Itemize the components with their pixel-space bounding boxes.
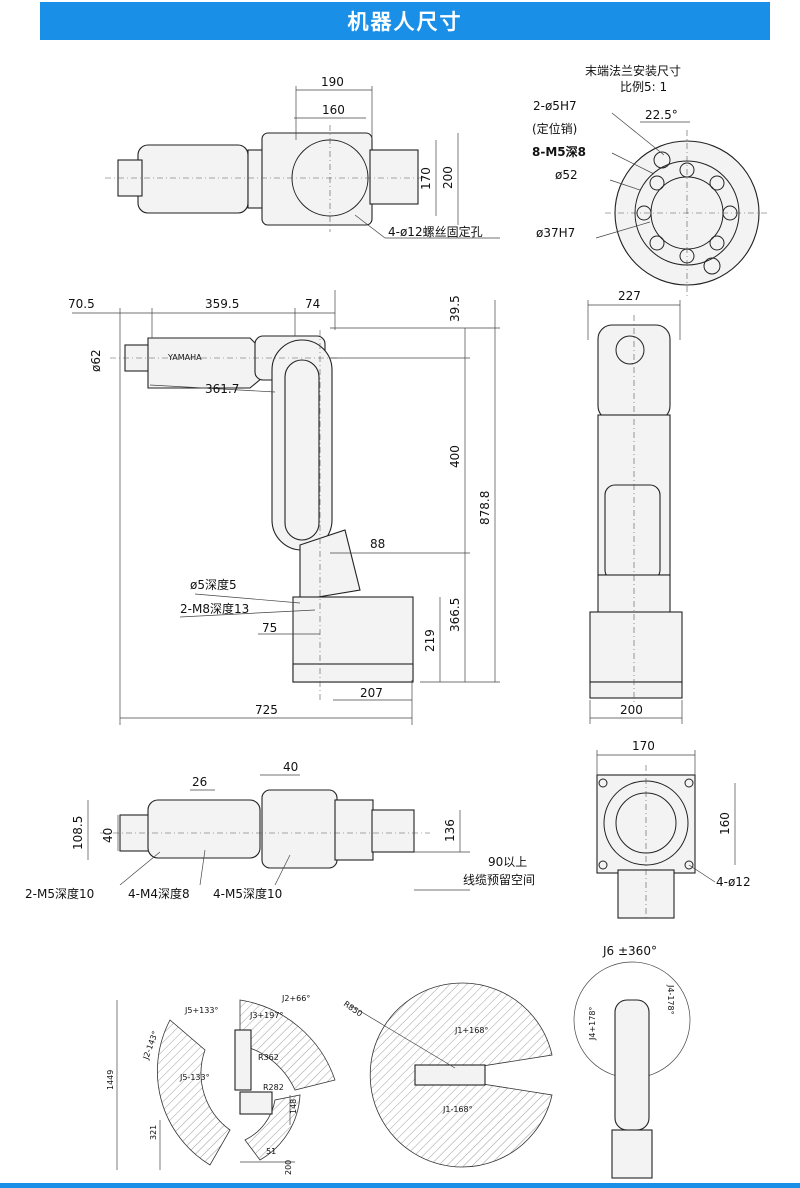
j6-range: J6 ±360° — [602, 944, 657, 958]
flange-detail: 末端法兰安装尺寸 比例5: 1 2-ø5H7 (定位销) 8-M5深8 ø52 … — [532, 63, 770, 296]
h148: 148 — [289, 1099, 298, 1114]
dim-70-5: 70.5 — [68, 297, 95, 311]
range-side: J2+66° J3+197° J5+133° J2-143° J5-133° R… — [106, 994, 336, 1175]
dim-200: 200 — [441, 166, 455, 189]
dim-366-5: 366.5 — [448, 598, 462, 632]
r850: R850 — [342, 999, 364, 1018]
dim-207: 207 — [360, 686, 383, 700]
j4-minus: J4-178° — [666, 984, 675, 1015]
brand-mark: YAMAHA — [167, 353, 202, 362]
range-top: R850 J1+168° J1-168° — [342, 982, 553, 1168]
flange-d52: ø52 — [555, 168, 578, 182]
note-m5-2: 4-M5深度10 — [213, 886, 282, 901]
w200: 200 — [284, 1160, 293, 1175]
note-base-holes: 4-ø12 — [716, 875, 751, 889]
dim-227: 227 — [618, 289, 641, 303]
dim-88: 88 — [370, 537, 385, 551]
dim-40-top: 40 — [283, 760, 298, 774]
dim-40-side: 40 — [101, 828, 115, 843]
h321: 321 — [149, 1125, 158, 1140]
dim-725: 725 — [255, 703, 278, 717]
page-title: 机器人尺寸 — [347, 10, 463, 34]
dim-200-front: 200 — [620, 703, 643, 717]
dim-136: 136 — [443, 819, 457, 842]
j1-plus: J1+168° — [454, 1026, 488, 1035]
dim-170: 170 — [419, 167, 433, 190]
note-mount-holes: 4-ø12螺丝固定孔 — [388, 224, 483, 239]
j2-minus: J2-143° — [141, 1030, 160, 1062]
r362: R362 — [258, 1053, 279, 1062]
note-m5-1: 2-M5深度10 — [25, 886, 94, 901]
flange-pin-note: (定位销) — [532, 121, 577, 136]
flange-pin: 2-ø5H7 — [533, 99, 577, 113]
dim-74: 74 — [305, 297, 320, 311]
dim-170-base: 170 — [632, 739, 655, 753]
dim-d62: ø62 — [89, 349, 103, 372]
base-view: 170 160 4-ø12 — [596, 739, 751, 920]
note-pin-hole: ø5深度5 — [190, 577, 237, 592]
dim-219: 219 — [423, 629, 437, 652]
r282: R282 — [263, 1083, 284, 1092]
flange-d37: ø37H7 — [536, 226, 575, 240]
note-cable-space-1: 90以上 — [488, 855, 527, 869]
front-view: 227 200 — [587, 289, 683, 724]
flange-title: 末端法兰安装尺寸 — [585, 63, 681, 78]
dim-108-5: 108.5 — [71, 816, 85, 850]
j2-plus: J2+66° — [281, 994, 310, 1003]
note-cable-space-2: 线缆预留空间 — [463, 873, 535, 887]
dim-75: 75 — [262, 621, 277, 635]
dim-878-8: 878.8 — [478, 491, 492, 525]
note-m8: 2-M8深度13 — [180, 601, 249, 616]
dim-160-base: 160 — [718, 812, 732, 835]
title-banner: 机器人尺寸 — [40, 2, 770, 40]
j1-minus: J1-168° — [442, 1105, 473, 1114]
dim-400: 400 — [448, 445, 462, 468]
range-wrist: J6 ±360° J4+178° J4-178° — [573, 944, 691, 1179]
dim-359-5: 359.5 — [205, 297, 239, 311]
flange-threads: 8-M5深8 — [532, 144, 586, 159]
w51: 51 — [266, 1147, 276, 1156]
j5-minus: J5-133° — [179, 1073, 210, 1082]
top-view: 190 160 170 200 4-ø12螺丝固定孔 — [105, 75, 500, 239]
flange-angle: 22.5° — [645, 108, 678, 122]
j3-plus: J3+197° — [249, 1011, 283, 1020]
note-m4: 4-M4深度8 — [128, 886, 190, 901]
j4-plus: J4+178° — [588, 1007, 597, 1041]
dim-361-7: 361.7 — [205, 382, 239, 396]
j5-plus: J5+133° — [184, 1006, 218, 1015]
footer-bar — [0, 1183, 800, 1188]
flange-scale: 比例5: 1 — [620, 80, 667, 94]
side-view: YAMAHA 70.5 359.5 74 39.5 ø62 361.7 — [68, 290, 500, 725]
dim-190: 190 — [321, 75, 344, 89]
dim-26: 26 — [192, 775, 207, 789]
bottom-view: 26 40 108.5 40 136 90以上 线缆预留空间 2-M5深度10 … — [25, 760, 535, 901]
dim-39-5: 39.5 — [448, 295, 462, 322]
dim-160: 160 — [322, 103, 345, 117]
h1449: 1449 — [106, 1070, 115, 1090]
